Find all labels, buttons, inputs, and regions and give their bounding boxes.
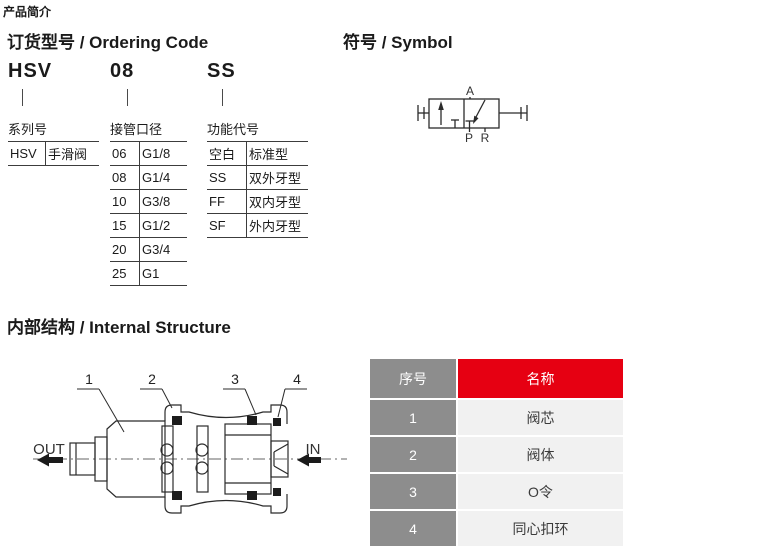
flow-arrow-icon [438, 101, 444, 110]
internal-structure-heading: 内部结构 / Internal Structure [7, 318, 231, 337]
port-code-cell: 20 [110, 237, 140, 262]
part-name: 阀体 [458, 437, 623, 472]
callout-2: 2 [148, 371, 156, 387]
callout-4: 4 [293, 371, 301, 387]
callout-3: 3 [231, 371, 239, 387]
exhaust-arrow-icon [473, 115, 479, 124]
series-table-label: 系列号 [8, 122, 48, 137]
cross-section-drawing: 1 2 3 4 OUT IN [33, 371, 347, 514]
col-header-index: 序号 [370, 359, 456, 398]
table-row: 空白标准型 [207, 141, 308, 166]
table-header-row: 序号 名称 [370, 359, 623, 398]
port-size-cell: G3/4 [139, 237, 187, 262]
port-a-label: A [466, 84, 474, 98]
seal-marks [172, 416, 281, 500]
func-code-cell: SS [207, 165, 247, 190]
code-port-tick [127, 89, 128, 106]
func-code-cell: FF [207, 189, 247, 214]
in-label: IN [306, 441, 321, 458]
func-name-cell: 双外牙型 [246, 165, 308, 190]
symbol-heading: 符号 / Symbol [343, 33, 453, 52]
port-code-cell: 08 [110, 165, 140, 190]
code-function-tick [222, 89, 223, 106]
func-name-cell: 外内牙型 [246, 213, 308, 238]
port-size-cell: G1/2 [139, 213, 187, 238]
page-corner-label: 产品简介 [3, 5, 52, 19]
part-name: O令 [458, 474, 623, 509]
port-size-cell: G1/4 [139, 165, 187, 190]
callout-1: 1 [85, 371, 93, 387]
port-table-label: 接管口径 [110, 122, 163, 137]
part-index: 1 [370, 400, 456, 435]
callout-leader-lines [77, 388, 307, 433]
part-name: 阀芯 [458, 400, 623, 435]
table-row: 3 O令 [370, 474, 623, 509]
code-series: HSV [8, 60, 53, 82]
out-label: OUT [33, 441, 65, 458]
port-code-cell: 15 [110, 213, 140, 238]
port-size-cell: G1/8 [139, 141, 187, 166]
code-port-size: 08 [110, 60, 135, 82]
part-name: 同心扣环 [458, 511, 623, 546]
table-row: 2 阀体 [370, 437, 623, 472]
function-table-label: 功能代号 [207, 122, 260, 137]
ordering-code-heading: 订货型号 / Ordering Code [7, 33, 209, 52]
table-row: 4 同心扣环 [370, 511, 623, 546]
port-code-cell: 25 [110, 261, 140, 286]
part-index: 3 [370, 474, 456, 509]
code-function: SS [207, 60, 236, 82]
port-p-label: P [465, 131, 473, 145]
series-table: HSV 手滑阀 [8, 141, 99, 166]
port-code-cell: 10 [110, 189, 140, 214]
out-arrow-icon [37, 453, 63, 467]
func-name-cell: 双内牙型 [246, 189, 308, 214]
port-size-cell: G3/8 [139, 189, 187, 214]
func-code-cell: 空白 [207, 141, 247, 166]
valve-symbol-diagram: A P R [417, 84, 528, 145]
ordering-group-series: HSV 系列号 HSV 手滑阀 [8, 60, 99, 166]
port-r-label: R [481, 131, 490, 145]
series-code-cell: HSV [8, 141, 46, 166]
port-code-cell: 06 [110, 141, 140, 166]
port-size-cell: G1 [139, 261, 187, 286]
table-row: HSV 手滑阀 [8, 141, 99, 166]
part-index: 4 [370, 511, 456, 546]
code-series-tick [22, 89, 23, 106]
table-row: 1 阀芯 [370, 400, 623, 435]
func-name-cell: 标准型 [246, 141, 308, 166]
col-header-name: 名称 [458, 359, 623, 398]
in-arrow-icon [297, 453, 321, 467]
part-index: 2 [370, 437, 456, 472]
parts-name-table: 序号 名称 1 阀芯 2 阀体 3 O令 4 同心扣环 [368, 357, 625, 548]
func-code-cell: SF [207, 213, 247, 238]
series-name-cell: 手滑阀 [45, 141, 99, 166]
